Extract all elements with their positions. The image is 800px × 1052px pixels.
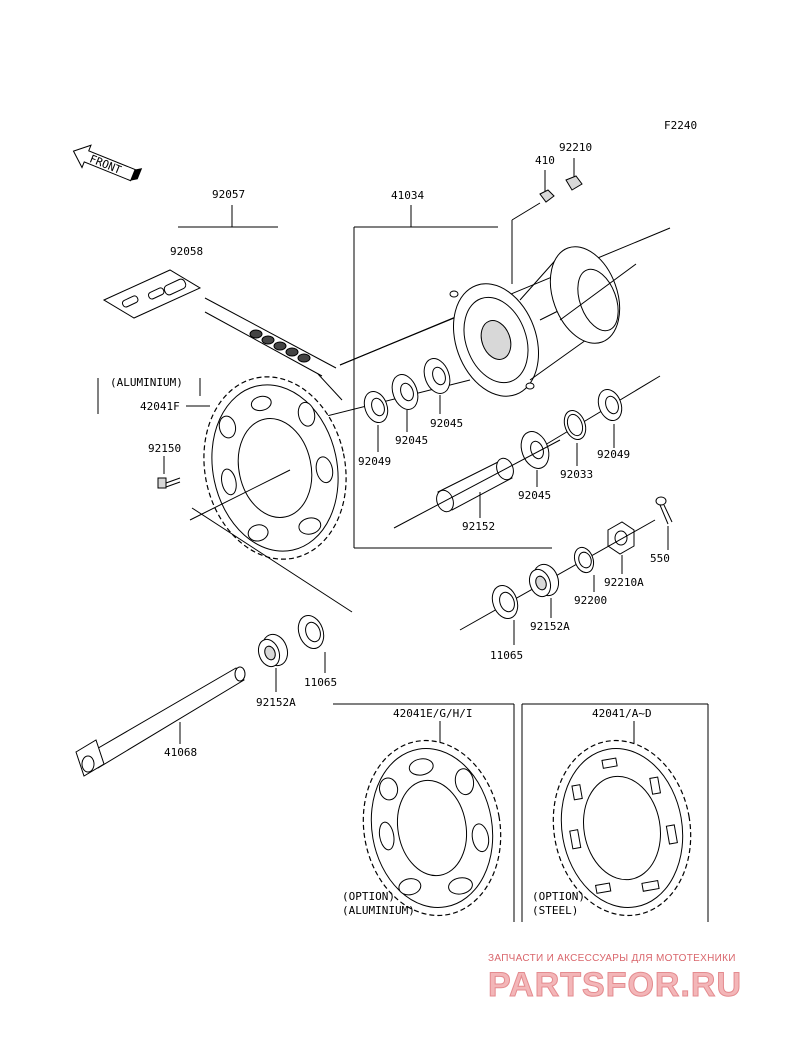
label-92058: 92058 [170,245,203,258]
drive-chain [204,297,343,401]
label-92210A: 92210A [604,576,644,589]
sprocket-bracket-line-2 [189,469,291,521]
label-92152A-left: 92152A [256,696,296,709]
label-92152A-right: 92152A [530,620,570,633]
watermark-tagline: ЗАПЧАСТИ И АКСЕССУАРЫ ДЛЯ МОТОТЕХНИКИ [488,953,736,964]
chain-master-link [102,269,202,319]
label-550: 550 [650,552,670,565]
label-92045-c: 92045 [518,489,551,502]
label-option-steel-1: (OPTION) [532,890,585,903]
collar-92152A-left [257,633,289,668]
bearing-92045-c [520,431,550,469]
label-option-alu-2: (ALUMINIUM) [342,904,415,917]
collar-92152A-right [528,563,560,598]
label-92033: 92033 [560,468,593,481]
label-option-alu-1: (OPTION) [342,890,395,903]
label-option-steel-2: (STEEL) [532,904,578,917]
label-92049-right: 92049 [597,448,630,461]
washer-92200 [573,546,595,574]
axle-line-spacer [393,439,561,529]
bearing-92045-b [423,358,451,394]
label-aluminium-note: (ALUMINIUM) [110,376,183,389]
option-sprocket-aluminium [362,739,502,917]
label-11065-right: 11065 [490,649,523,662]
label-410: 410 [535,154,555,167]
label-42041AD: 42041/A~D [592,707,652,720]
rear-hub [339,227,671,397]
label-42041EGHI: 42041E/G/H/I [393,707,472,720]
label-92045-b: 92045 [430,417,463,430]
seal-92049-left [363,391,389,423]
castle-nut-92210A [607,521,635,555]
rear-axle-41068 [75,666,246,777]
label-92210: 92210 [559,141,592,154]
option-sprocket-steel [552,739,692,917]
circlip-92033 [563,409,587,441]
label-42041F: 42041F [140,400,180,413]
label-92150: 92150 [148,442,181,455]
bearing-92045-a [391,374,419,410]
seal-92049-right [597,389,623,421]
cotter-pin-550 [655,496,673,525]
bolt-92150 [157,477,181,489]
seal-11065-left [297,615,325,649]
label-92045-a: 92045 [395,434,428,447]
label-92152: 92152 [462,520,495,533]
seal-11065-right [491,585,519,619]
washer-410 [539,189,555,203]
label-41034: 41034 [391,189,424,202]
sprocket-bracket-line [191,507,353,613]
front-label: FRONT [88,152,124,177]
label-11065-left: 11065 [304,676,337,689]
nut-92210 [565,175,583,191]
label-41068: 41068 [164,746,197,759]
leader-410-hub [511,202,541,221]
front-arrow-icon: FRONT [72,144,143,182]
label-92200: 92200 [574,594,607,607]
watermark-brand: PARTSFOR.RU [488,966,742,1004]
axle-line-lower [459,519,656,631]
figure-code: F2240 [664,119,697,132]
rear-sprocket-42041F [203,376,347,560]
label-92057: 92057 [212,188,245,201]
label-92049-left: 92049 [358,455,391,468]
